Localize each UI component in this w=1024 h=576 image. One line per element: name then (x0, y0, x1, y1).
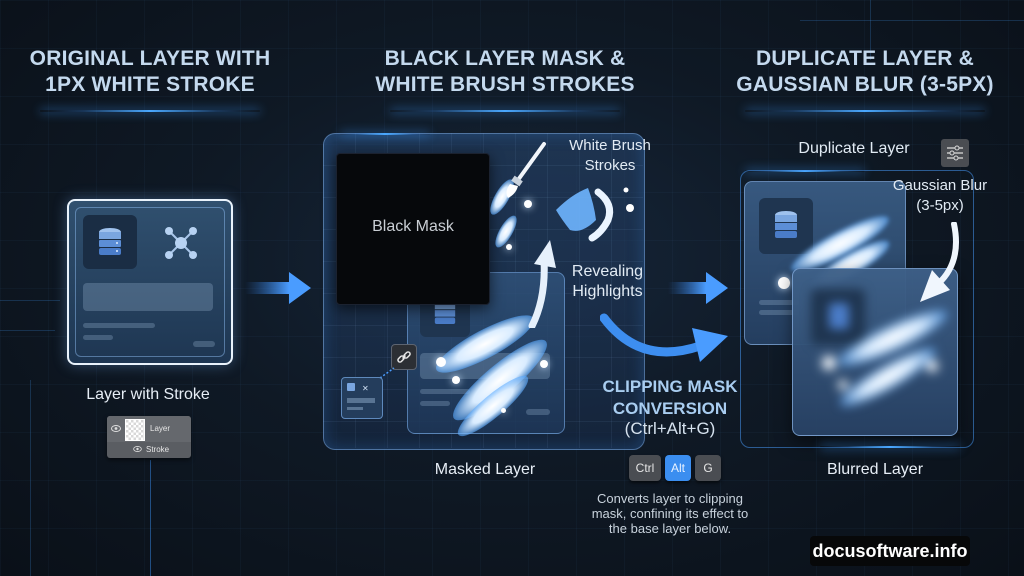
eye-icon[interactable] (133, 446, 142, 452)
placeholder-block (83, 283, 213, 311)
database-icon (775, 211, 797, 238)
sparkle-dot (452, 376, 460, 384)
thumb-icon (347, 383, 355, 391)
curved-arrow-icon (528, 240, 556, 328)
sparkle-dot (506, 244, 512, 250)
database-icon (99, 228, 121, 255)
original-layer-card (67, 199, 233, 365)
placeholder-line (759, 310, 799, 315)
key-g[interactable]: G (695, 455, 721, 481)
blurred-layer-card (792, 268, 958, 436)
card-inner-stroke (75, 207, 225, 357)
sparkle-dot (778, 277, 790, 289)
duplicate-layer-label: Duplicate Layer (798, 140, 910, 157)
effect-name: Stroke (146, 445, 170, 454)
description-line: the base layer below. (608, 521, 732, 536)
link-icon (397, 351, 411, 363)
label-line: Highlights (572, 283, 643, 300)
database-tile (83, 215, 137, 269)
circuit-line (150, 460, 152, 576)
gaussian-blur-label: Gaussian Blur (3-5px) (880, 176, 1000, 216)
circuit-line (0, 330, 55, 332)
layers-panel-snippet: Layer Stroke (107, 416, 191, 458)
heading-line: GAUSSIAN BLUR (3-5PX) (736, 73, 994, 96)
title-line: CONVERSION (612, 399, 728, 418)
frame-glow (745, 170, 865, 172)
link-mask-button[interactable] (391, 344, 417, 370)
sliders-icon (947, 145, 963, 161)
heading-line: WHITE BRUSH STROKES (375, 73, 635, 96)
arrow-right-icon (668, 272, 728, 304)
clipping-mask-title: CLIPPING MASK CONVERSION (580, 376, 760, 420)
frame-glow (340, 133, 430, 135)
heading-line: ORIGINAL LAYER WITH (29, 47, 271, 70)
description-line: Converts layer to clipping (597, 491, 743, 506)
layer-with-stroke-caption: Layer with Stroke (86, 386, 210, 403)
thumb-bar (347, 398, 375, 403)
sparkle-dot (540, 360, 548, 368)
layer-thumbnail (125, 419, 145, 441)
thumb-bar (347, 407, 363, 410)
placeholder-line (759, 300, 799, 305)
circuit-line (0, 300, 60, 302)
curved-arrow-icon (600, 313, 728, 362)
layer-thumbnail[interactable]: ✕ (341, 377, 383, 419)
connector-line (379, 367, 395, 379)
sparkle-dot (436, 357, 446, 367)
adjustments-button[interactable] (941, 139, 969, 167)
watermark-badge: docusoftware.info (810, 536, 970, 566)
brush-stroke-sample-icon (556, 187, 634, 242)
description-line: mask, confining its effect to (591, 506, 749, 521)
database-tile (759, 198, 813, 254)
key-alt[interactable]: Alt (665, 455, 691, 481)
black-mask-label: Black Mask (372, 218, 454, 235)
sparkle-dot (524, 200, 532, 208)
label-line: Strokes (584, 157, 636, 174)
placeholder-button (526, 409, 550, 415)
placeholder-line (83, 335, 113, 340)
circuit-line (30, 380, 32, 576)
heading-line: 1PX WHITE STROKE (45, 73, 255, 96)
arrow-right-icon (245, 272, 311, 304)
title-line: CLIPPING MASK (602, 377, 738, 396)
network-nodes-icon (165, 227, 197, 259)
heading-glow-divider (390, 110, 620, 112)
thumb-icon: ✕ (362, 384, 369, 393)
eye-icon[interactable] (111, 425, 121, 432)
heading-glow-divider (40, 110, 260, 112)
heading-glow-divider (745, 110, 985, 112)
placeholder-line (83, 323, 155, 328)
frame-glow (820, 446, 960, 448)
label-line: (3-5px) (916, 197, 964, 214)
masked-layer-caption: Masked Layer (434, 461, 536, 478)
label-line: Gaussian Blur (892, 177, 988, 194)
sparkle-dot (501, 408, 506, 413)
circuit-line (870, 0, 872, 60)
paintbrush-icon (506, 142, 546, 198)
panel2-heading: BLACK LAYER MASK & WHITE BRUSH STROKES (355, 46, 655, 98)
blurred-layer-caption: Blurred Layer (826, 461, 924, 478)
revealing-highlights-label: Revealing Highlights (545, 262, 670, 302)
placeholder-line (420, 401, 450, 406)
label-line: White Brush (569, 137, 651, 154)
circuit-line (800, 20, 1024, 22)
label-line: Revealing (571, 263, 644, 280)
panel3-heading: DUPLICATE LAYER & GAUSSIAN BLUR (3-5PX) (715, 46, 1015, 98)
key-ctrl[interactable]: Ctrl (629, 455, 661, 481)
heading-line: BLACK LAYER MASK & (384, 47, 626, 70)
clipping-description: Converts layer to clipping mask, confini… (585, 491, 755, 536)
blurred-content (793, 269, 957, 435)
curved-arrow-icon (920, 222, 959, 302)
placeholder-button (193, 341, 215, 347)
panel1-heading: ORIGINAL LAYER WITH 1PX WHITE STROKE (20, 46, 280, 98)
layer-row[interactable] (107, 416, 191, 442)
black-mask-box: Black Mask (336, 153, 490, 305)
white-brush-label: White Brush Strokes (545, 136, 675, 176)
layer-name: Layer (150, 424, 171, 433)
heading-line: DUPLICATE LAYER & (755, 47, 975, 70)
clipping-shortcut: (Ctrl+Alt+G) (624, 419, 716, 438)
placeholder-line (420, 389, 470, 394)
